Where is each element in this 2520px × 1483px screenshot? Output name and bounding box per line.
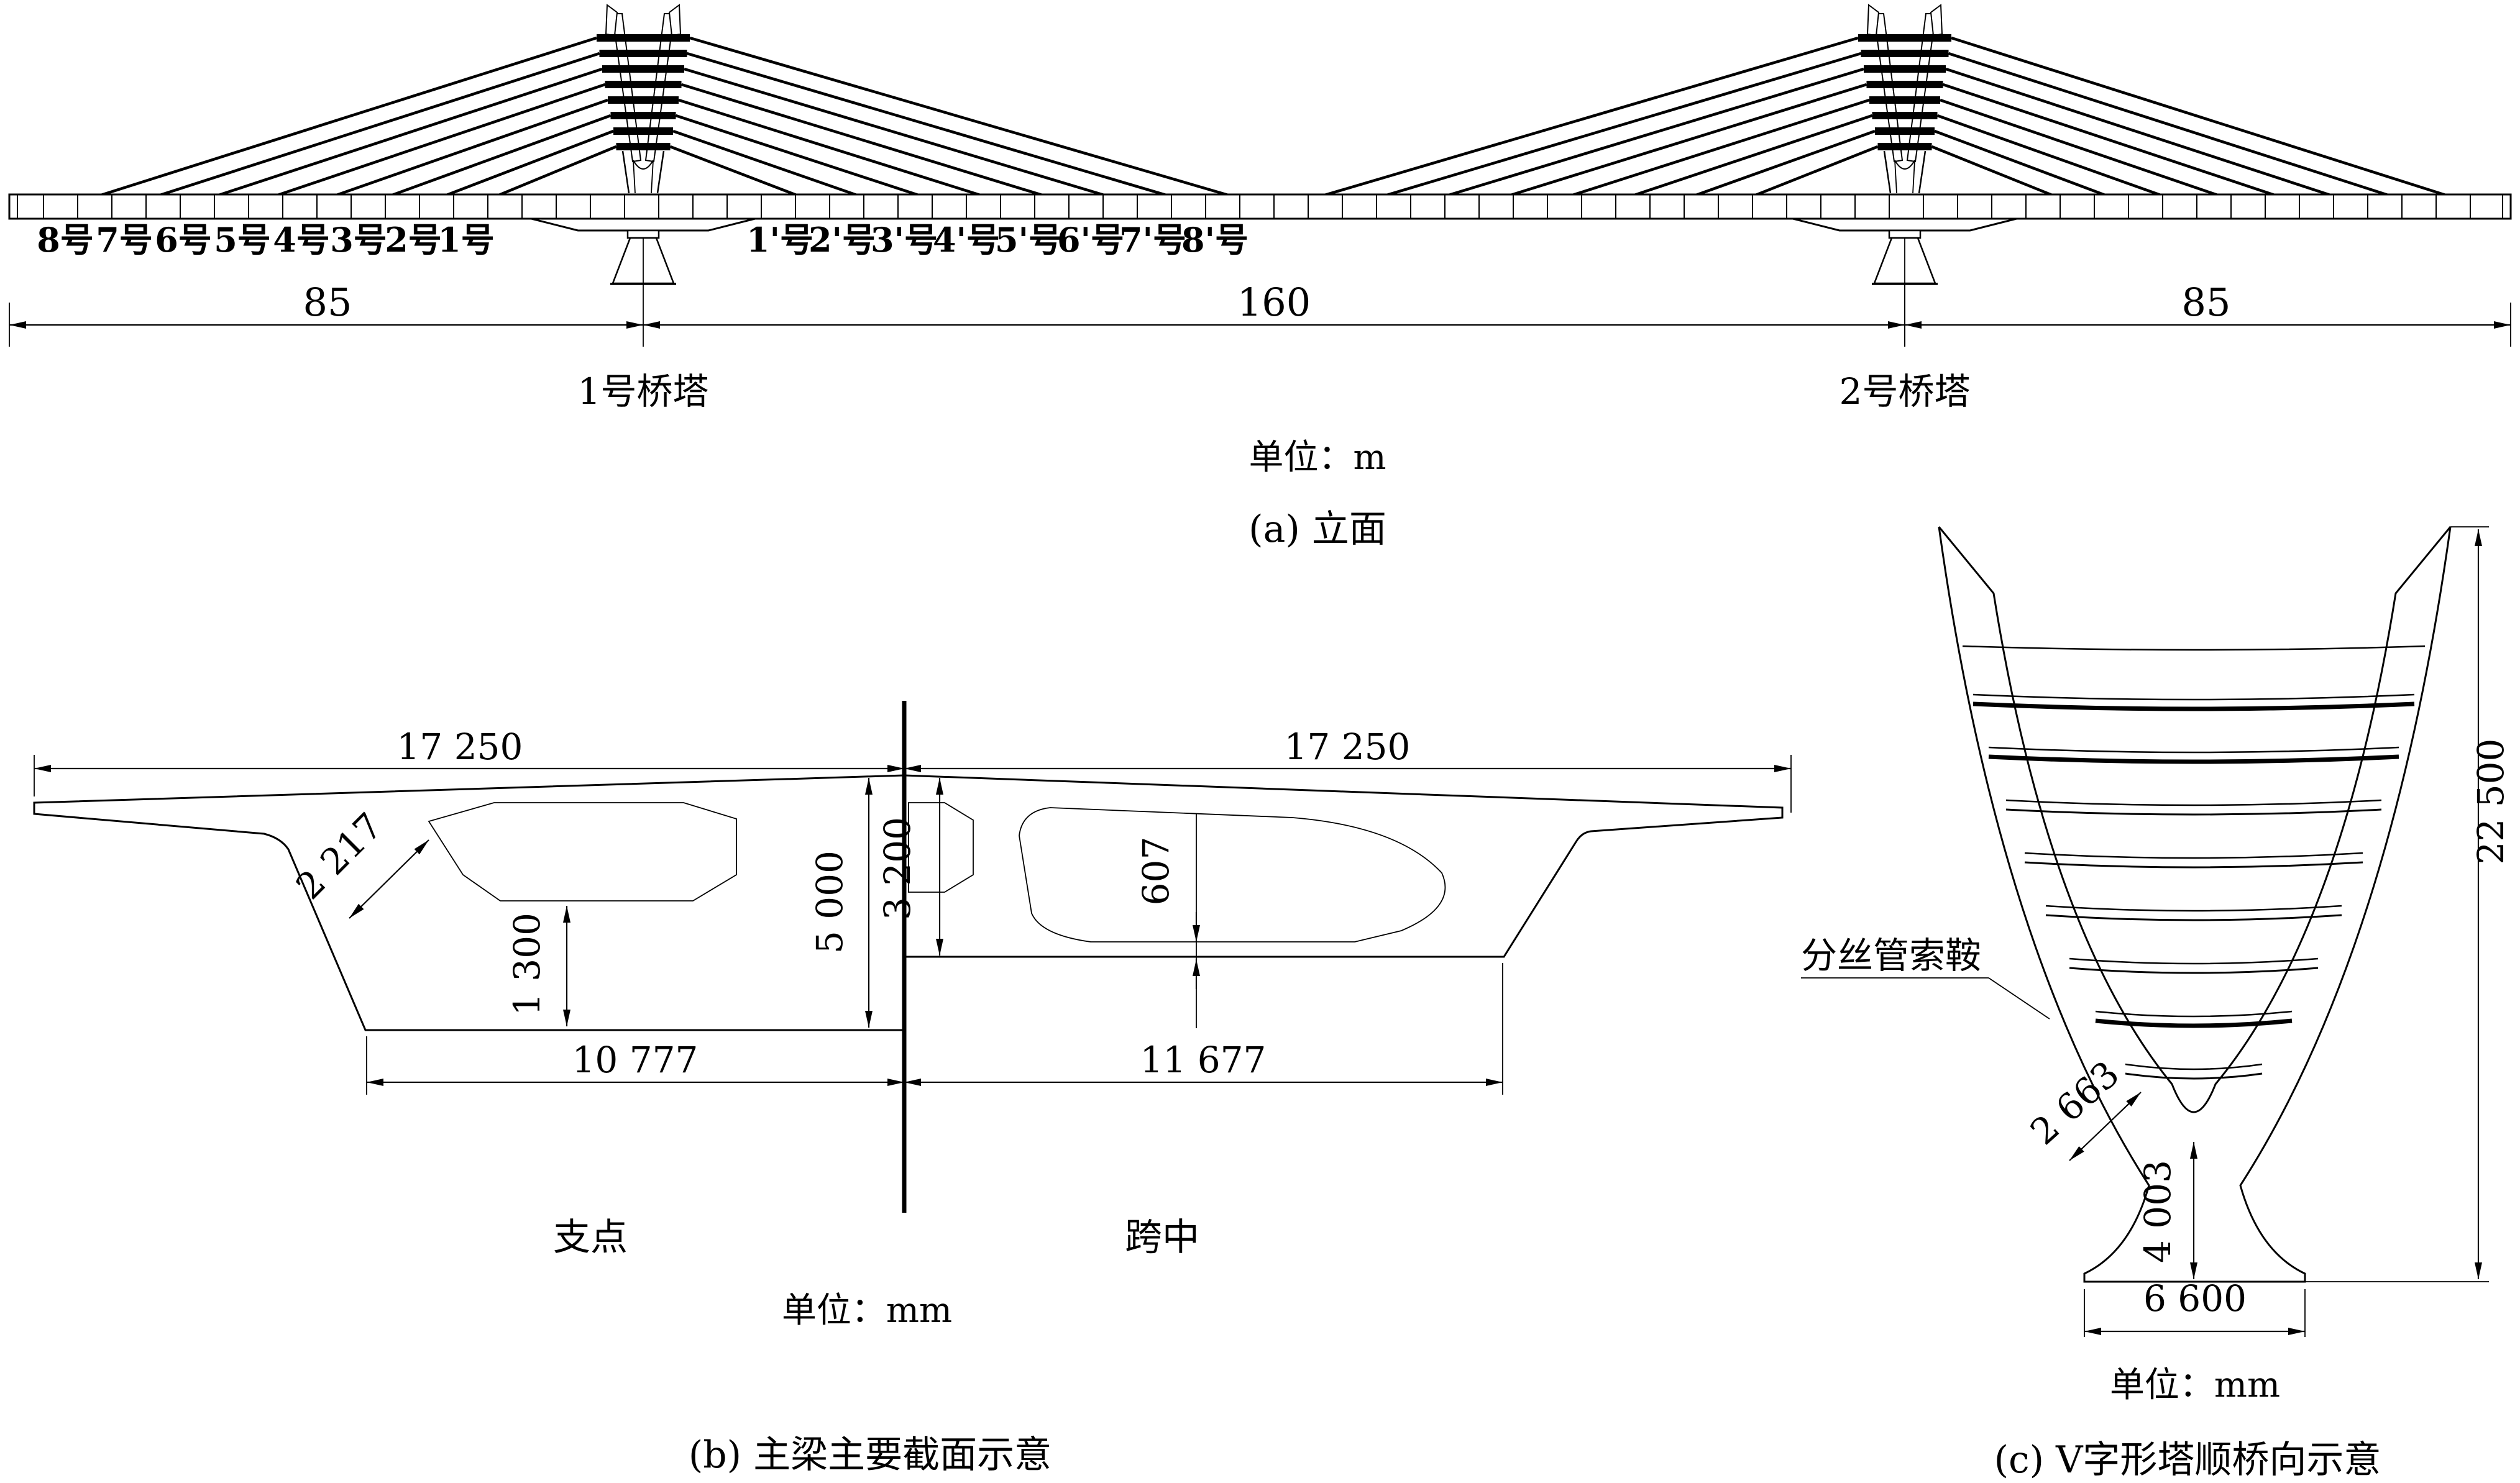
dim-base-width: 6 600 bbox=[2143, 1277, 2247, 1320]
midspan-section-void bbox=[1019, 807, 1446, 942]
dim-midspan-bottom-slab: 607 bbox=[1135, 837, 1177, 906]
v-tower-inner-outline bbox=[1938, 526, 2452, 1113]
stay-cables bbox=[64, 36, 2483, 211]
midspan-label: 跨中 bbox=[1125, 1216, 1199, 1259]
cable-label: 1'号 bbox=[746, 220, 813, 260]
dim-bottom-width-support: 10 777 bbox=[572, 1039, 699, 1081]
cable-label: 4号 bbox=[273, 220, 330, 260]
girder-sections-panel: 17 250 2 217 1 300 5 000 10 777 17 250 3… bbox=[33, 701, 1792, 1477]
saddle-label: 分丝管索鞍 bbox=[1801, 934, 1981, 977]
saddle-label-leader bbox=[1988, 977, 2050, 1020]
v-tower-dimensions: 22 500 2 663 4 003 6 600 bbox=[2022, 526, 2512, 1337]
dim-tower-height: 22 500 bbox=[2470, 739, 2512, 865]
unit-label-c: 单位：mm bbox=[2110, 1365, 2280, 1405]
midspan-section-outline bbox=[904, 774, 1784, 958]
cable-label: 7'号 bbox=[1119, 220, 1186, 260]
cable-label: 5号 bbox=[214, 220, 271, 260]
cable-label: 7号 bbox=[96, 220, 153, 260]
cable-label: 1号 bbox=[438, 220, 495, 260]
dim-lower-height: 4 003 bbox=[2137, 1160, 2179, 1263]
support-label: 支点 bbox=[553, 1216, 628, 1259]
support-section-outline bbox=[33, 774, 905, 1031]
unit-label-a: 单位：m bbox=[1249, 437, 1386, 478]
cable-label: 6号 bbox=[155, 220, 212, 260]
unit-label-b: 单位：mm bbox=[782, 1290, 952, 1331]
cable-label: 2'号 bbox=[809, 220, 876, 260]
tower2-label: 2号桥塔 bbox=[1840, 370, 1971, 413]
tower1-label: 1号桥塔 bbox=[578, 370, 709, 413]
span-dimensions: 85 160 85 bbox=[9, 280, 2511, 347]
dim-arm-width: 2 663 bbox=[2022, 1052, 2127, 1153]
caption-c: (c) V字形塔顺桥向示意 bbox=[1994, 1438, 2381, 1482]
caption-b: (b) 主梁主要截面示意 bbox=[689, 1433, 1052, 1477]
caption-a: (a) 立面 bbox=[1249, 508, 1386, 551]
cable-label: 3号 bbox=[330, 220, 387, 260]
saddle-tubes bbox=[1962, 645, 2426, 1080]
dim-top-width-left: 17 250 bbox=[397, 726, 523, 768]
support-section-void bbox=[428, 802, 737, 901]
tower1-substructure bbox=[531, 217, 756, 347]
cable-saddle-bands bbox=[597, 34, 1951, 150]
midspan-dimensions: 17 250 3 200 607 11 677 bbox=[876, 726, 1792, 1095]
cable-label: 8'号 bbox=[1181, 220, 1249, 260]
v-tower-outer-outline bbox=[1938, 526, 2452, 1283]
cable-label: 5'号 bbox=[995, 220, 1062, 260]
dim-span-left: 85 bbox=[303, 280, 352, 325]
dim-span-main: 160 bbox=[1237, 280, 1311, 325]
cable-label: 8号 bbox=[37, 220, 94, 260]
dim-bottom-width-midspan: 11 677 bbox=[1140, 1039, 1267, 1081]
pylon-heads bbox=[605, 4, 1943, 194]
dim-bottom-slab: 1 300 bbox=[506, 913, 548, 1016]
dim-top-width-right: 17 250 bbox=[1285, 726, 1411, 768]
cable-label: 6'号 bbox=[1057, 220, 1124, 260]
dim-midspan-depth: 3 200 bbox=[876, 817, 919, 920]
deck-segment-lines bbox=[43, 194, 2471, 219]
dim-span-right: 85 bbox=[2182, 280, 2231, 325]
support-dimensions: 17 250 2 217 1 300 5 000 10 777 bbox=[34, 726, 904, 1095]
tower2-substructure bbox=[1792, 217, 2017, 347]
cable-label: 2号 bbox=[385, 220, 442, 260]
cable-label: 4'号 bbox=[933, 220, 1000, 260]
midspan-half-void bbox=[908, 802, 974, 893]
cable-label: 3'号 bbox=[871, 220, 938, 260]
dim-support-depth: 5 000 bbox=[809, 851, 851, 954]
girder-deck bbox=[8, 193, 2512, 220]
v-tower-panel: 分丝管索鞍 22 500 2 663 4 003 6 600 单位：mm (c)… bbox=[1801, 526, 2512, 1482]
